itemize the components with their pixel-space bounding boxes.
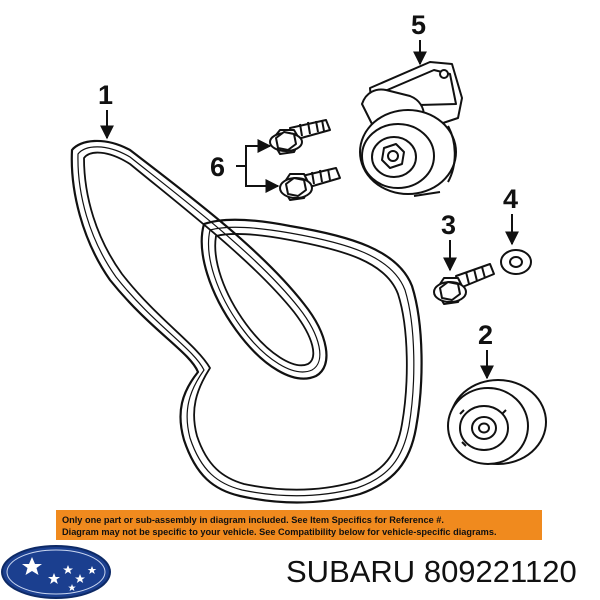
- disclaimer-banner: Only one part or sub-assembly in diagram…: [56, 510, 542, 540]
- tensioner-bolt-lower: [279, 167, 341, 201]
- callout-3: 3: [441, 210, 456, 240]
- belt-tensioner: [359, 61, 463, 197]
- callout-4: 4: [503, 184, 518, 214]
- disclaimer-line-2: Diagram may not be specific to your vehi…: [62, 527, 497, 537]
- brand-name: SUBARU: [286, 554, 416, 589]
- callout-2: 2: [478, 320, 493, 350]
- callout-1: 1: [98, 80, 113, 110]
- washer: [500, 249, 532, 275]
- serpentine-belt: [70, 139, 423, 504]
- idler-bolt: [433, 263, 495, 305]
- tensioner-bolt-upper: [269, 119, 331, 155]
- subaru-logo: [1, 545, 111, 599]
- callout-6: 6: [210, 152, 225, 182]
- idler-pulley: [447, 379, 547, 465]
- disclaimer-line-1: Only one part or sub-assembly in diagram…: [62, 515, 444, 525]
- brand-part-number: SUBARU 809221120: [286, 550, 577, 594]
- callout-5: 5: [411, 10, 426, 40]
- part-number: 809221120: [423, 554, 577, 589]
- callout-arrows: [100, 40, 519, 380]
